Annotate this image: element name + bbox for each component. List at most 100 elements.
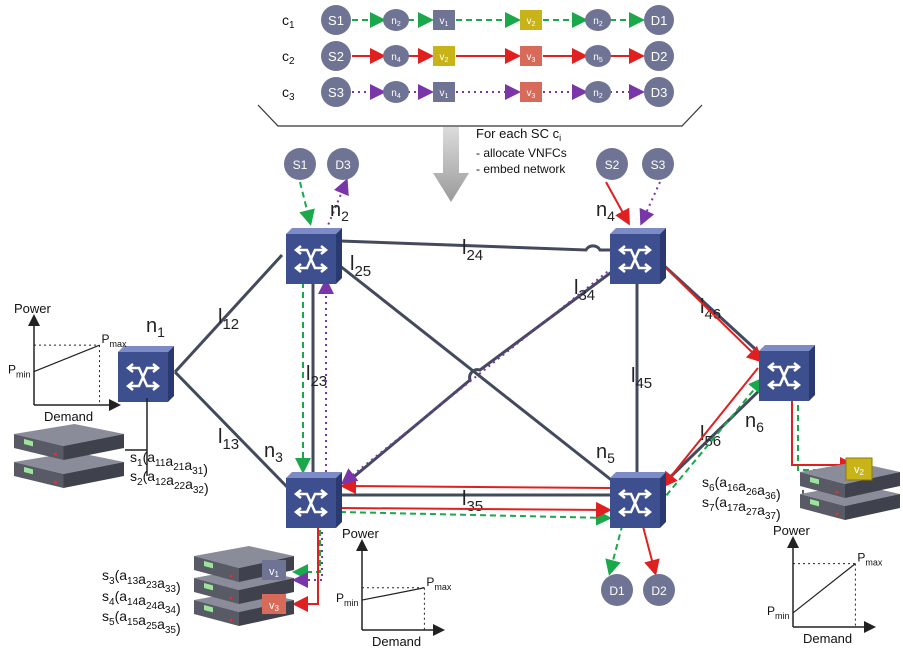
switch-icon xyxy=(617,489,653,517)
server-labels: s1(a11a21a31)s2(a12a22a32)s3(a13a23a33)s… xyxy=(102,449,781,636)
svg-text:l34: l34 xyxy=(574,277,595,304)
chain-end-S1 xyxy=(321,5,351,35)
switch-icon xyxy=(617,245,653,273)
vnf-v2-on-server: v2 xyxy=(845,457,873,481)
endpoint-S3: S3 xyxy=(642,148,674,180)
svg-text:D3: D3 xyxy=(335,158,351,172)
switch-icon xyxy=(293,245,329,273)
svg-text:l12: l12 xyxy=(218,306,239,333)
endpoint-S2: S2 xyxy=(596,148,628,180)
endpoint-D3: D3 xyxy=(327,148,359,180)
chain-node xyxy=(383,9,409,31)
chain-vnf-label: v3 xyxy=(527,52,536,64)
power-charts: PowerDemandPmaxPminPowerDemandPmaxPminPo… xyxy=(8,301,883,649)
switch-label-n2: n2 xyxy=(330,199,349,224)
svg-text:Pmax: Pmax xyxy=(426,575,452,592)
links xyxy=(173,239,767,497)
svg-text:Pmax: Pmax xyxy=(102,332,128,349)
switch-label-n1: n1 xyxy=(146,315,165,340)
switches xyxy=(118,228,815,528)
chain-label: c1 xyxy=(282,12,295,31)
chain-vnf-label: v2 xyxy=(527,16,536,28)
server-label: s6(a16a26a36) xyxy=(702,474,781,502)
svg-text:l45: l45 xyxy=(631,365,652,392)
switch-label-n6: n6 xyxy=(745,410,764,435)
chain-label: c3 xyxy=(282,84,295,103)
step-allocate: - allocate VNFCs xyxy=(476,146,567,160)
switch-n2 xyxy=(286,228,342,284)
svg-text:Power: Power xyxy=(14,301,52,316)
svg-text:Pmax: Pmax xyxy=(857,551,883,568)
chain-node xyxy=(383,81,409,103)
chain-vnf xyxy=(433,10,455,30)
switch-label-n4: n4 xyxy=(596,199,615,224)
server-unit xyxy=(14,424,124,460)
chain-vnf xyxy=(433,82,455,102)
switch-n6 xyxy=(759,345,815,401)
chain-vnf-label: v3 xyxy=(527,88,536,100)
step-title: For each SC ci xyxy=(476,126,561,143)
server-label: s2(a12a22a32) xyxy=(130,468,209,496)
server-label: s1(a11a21a31) xyxy=(130,449,208,477)
switch-n3 xyxy=(286,472,342,528)
switch-icon xyxy=(293,489,329,517)
chain-node xyxy=(585,81,611,103)
switch-n5 xyxy=(610,472,666,528)
server-label: s4(a14a24a34) xyxy=(102,588,181,616)
chain-end-S3 xyxy=(321,77,351,107)
flow-paths xyxy=(292,178,856,612)
chain-node-label: n2 xyxy=(593,16,603,28)
svg-text:l23: l23 xyxy=(306,363,327,390)
svg-text:S3: S3 xyxy=(651,158,666,172)
chain-node-label: n5 xyxy=(593,52,603,64)
server-label: s7(a17a27a37) xyxy=(702,494,781,522)
chain-node xyxy=(383,45,409,67)
svg-text:Pmin: Pmin xyxy=(767,604,790,621)
chain-end-label: D2 xyxy=(651,49,668,64)
svg-text:l25: l25 xyxy=(350,253,371,280)
svg-text:v3: v3 xyxy=(269,600,280,613)
svg-text:Power: Power xyxy=(773,523,811,538)
endpoints: S1 D3 S2 S3 D1 D2 xyxy=(284,148,675,606)
down-arrow-icon xyxy=(433,127,469,202)
chain-end-label: D1 xyxy=(651,13,668,28)
endpoint-D1: D1 xyxy=(601,574,633,606)
endpoint-S1: S1 xyxy=(284,148,316,180)
chain-vnf xyxy=(433,46,455,66)
chain-node-label: n2 xyxy=(391,16,401,28)
svg-text:l24: l24 xyxy=(462,237,483,264)
server-label: s3(a13a23a33) xyxy=(102,567,181,595)
svg-text:l13: l13 xyxy=(218,426,239,453)
chain-end-D2 xyxy=(644,41,674,71)
switch-label-n5: n5 xyxy=(596,441,615,466)
chain-end-D3 xyxy=(644,77,674,107)
chain-node-label: n4 xyxy=(391,88,401,100)
switch-n1 xyxy=(118,346,174,402)
chain-end-D1 xyxy=(644,5,674,35)
vnf-v3-on-server: v3 xyxy=(262,594,286,614)
server-unit xyxy=(14,452,124,488)
chain-vnf xyxy=(520,82,542,102)
svg-text:v1: v1 xyxy=(269,566,280,579)
chain-vnf-label: v2 xyxy=(440,52,449,64)
chain-end-label: D3 xyxy=(651,85,668,100)
svg-text:Demand: Demand xyxy=(372,634,421,649)
svg-text:Demand: Demand xyxy=(44,409,93,424)
chain-node xyxy=(585,9,611,31)
svg-text:Pmin: Pmin xyxy=(336,591,359,608)
chain-end-label: S2 xyxy=(328,49,344,64)
server-label: s5(a15a25a35) xyxy=(102,608,181,636)
switch-label-n3: n3 xyxy=(264,440,283,465)
chain-vnf-label: v1 xyxy=(440,88,449,100)
switch-n4 xyxy=(610,228,666,284)
chain-vnf-label: v1 xyxy=(440,16,449,28)
